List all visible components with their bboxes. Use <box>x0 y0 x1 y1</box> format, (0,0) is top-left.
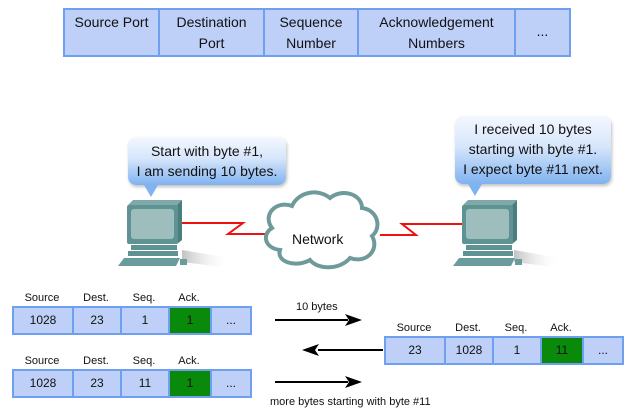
label-dest: Dest. <box>83 355 109 367</box>
packet-ack: 11 <box>542 338 584 363</box>
packet-ack: 1 <box>170 371 212 396</box>
packet-segment-3: 1028 23 11 1 ... <box>12 369 252 398</box>
sender-speech-bubble: Start with byte #1, I am sending 10 byte… <box>128 137 286 185</box>
packet-segment-2: 23 1028 1 11 ... <box>384 336 624 365</box>
receiver-computer-icon <box>453 200 560 268</box>
label-source: Source <box>396 322 432 334</box>
packet-seq: 11 <box>122 371 170 396</box>
serial-link-icon <box>380 223 462 236</box>
label-dest: Dest. <box>83 292 109 304</box>
bubble-line: Start with byte #1, <box>150 143 264 159</box>
label-ack: Ack. <box>178 292 200 304</box>
bubble-line: I received 10 bytes <box>474 121 592 137</box>
sender-computer-icon <box>118 200 230 268</box>
label-ack: Ack. <box>178 355 200 367</box>
sender-bubble-tail <box>144 185 158 197</box>
packet-more: ... <box>225 313 236 327</box>
network-label: Network <box>292 231 344 247</box>
arrow-left-ack <box>302 344 383 356</box>
arrow-right-more-data <box>275 376 362 388</box>
bubble-line: I am sending 10 bytes. <box>136 163 278 179</box>
header-field-source-port: Source Port <box>65 10 160 55</box>
packet-more: ... <box>225 376 236 390</box>
packet-seq: 1 <box>494 338 542 363</box>
label-source: Source <box>24 292 60 304</box>
packet-source: 23 <box>386 338 446 363</box>
field-label: Source Port <box>74 14 149 30</box>
field-label: Sequence Number <box>279 14 343 51</box>
field-label: Acknowledgement Numbers <box>379 14 494 51</box>
serial-link-icon <box>180 222 268 235</box>
packet-dest: 1028 <box>446 338 494 363</box>
cloud-icon <box>263 190 380 270</box>
packet-source: 1028 <box>14 371 74 396</box>
arrow-right-data <box>275 314 362 326</box>
packet-field-labels: Source Dest. Seq. Ack. <box>12 355 252 369</box>
label-dest: Dest. <box>455 322 481 334</box>
label-seq: Seq. <box>132 292 156 304</box>
receiver-speech-bubble: I received 10 bytes starting with byte #… <box>455 116 611 184</box>
packet-source: 1028 <box>14 308 74 333</box>
arrow-label-10-bytes: 10 bytes <box>296 301 338 313</box>
label-ack: Ack. <box>550 322 572 334</box>
header-field-sequence-number: Sequence Number <box>265 10 359 55</box>
label-seq: Seq. <box>504 322 528 334</box>
packet-dest: 23 <box>74 308 122 333</box>
header-field-acknowledgement-numbers: Acknowledgement Numbers <box>359 10 516 55</box>
packet-field-labels: Source Dest. Seq. Ack. <box>12 292 252 306</box>
packet-dest: 23 <box>74 371 122 396</box>
packet-segment-1: 1028 23 1 1 ... <box>12 306 252 335</box>
arrow-label-more-bytes: more bytes starting with byte #11 <box>270 396 431 408</box>
tcp-header-table: Source Port Destination Port Sequence Nu… <box>63 8 571 57</box>
packet-more: ... <box>597 343 608 357</box>
header-field-more: ... <box>516 10 569 55</box>
label-source: Source <box>24 355 60 367</box>
field-label: Destination Port <box>176 14 247 51</box>
packet-field-labels: Source Dest. Seq. Ack. <box>384 322 624 336</box>
receiver-bubble-tail <box>468 184 482 196</box>
packet-ack: 1 <box>170 308 212 333</box>
field-label: ... <box>536 23 549 39</box>
bubble-line: I expect byte #11 next. <box>463 161 603 177</box>
header-field-destination-port: Destination Port <box>160 10 265 55</box>
packet-seq: 1 <box>122 308 170 333</box>
label-seq: Seq. <box>132 355 156 367</box>
bubble-line: starting with byte #1. <box>468 141 598 157</box>
